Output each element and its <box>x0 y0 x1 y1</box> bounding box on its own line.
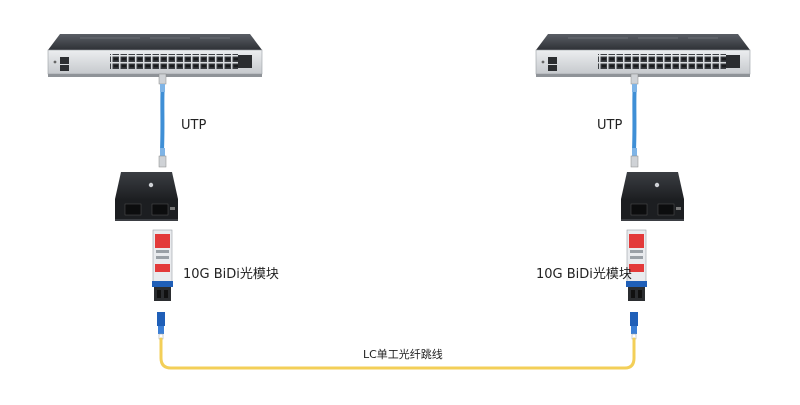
fiber-label: LC单工光纤跳线 <box>363 348 443 361</box>
module-label-right: 10G BiDi光模块 <box>536 267 632 282</box>
lc-connector-left <box>157 312 165 340</box>
utp-cable-right <box>630 73 639 168</box>
media-converter-left <box>115 172 178 221</box>
fiber-cable <box>159 337 636 370</box>
sfp-module-left <box>152 229 173 301</box>
utp-label-left: UTP <box>181 118 207 133</box>
utp-cable-left <box>158 73 167 168</box>
lc-connector-right <box>630 312 638 340</box>
media-converter-right <box>621 172 684 221</box>
switch-right <box>535 34 751 77</box>
switch-left <box>47 34 263 77</box>
sfp-module-right <box>626 229 647 301</box>
module-label-left: 10G BiDi光模块 <box>183 267 279 282</box>
utp-label-right: UTP <box>597 118 623 133</box>
